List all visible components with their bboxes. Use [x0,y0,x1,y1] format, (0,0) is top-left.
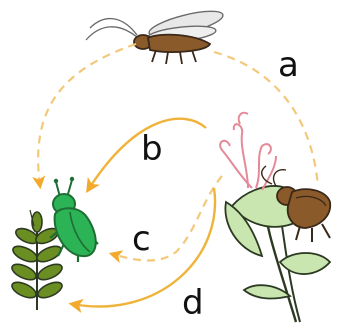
label-b: b [141,129,163,169]
scent-icon [220,113,276,190]
label-a: a [278,45,299,85]
path-c-dashed-arrow [112,176,222,261]
path-a-left-dashed-arrow [38,44,136,186]
label-d: d [182,283,204,323]
path-a-right-dashed-arrow [214,52,318,186]
label-c: c [132,219,151,259]
